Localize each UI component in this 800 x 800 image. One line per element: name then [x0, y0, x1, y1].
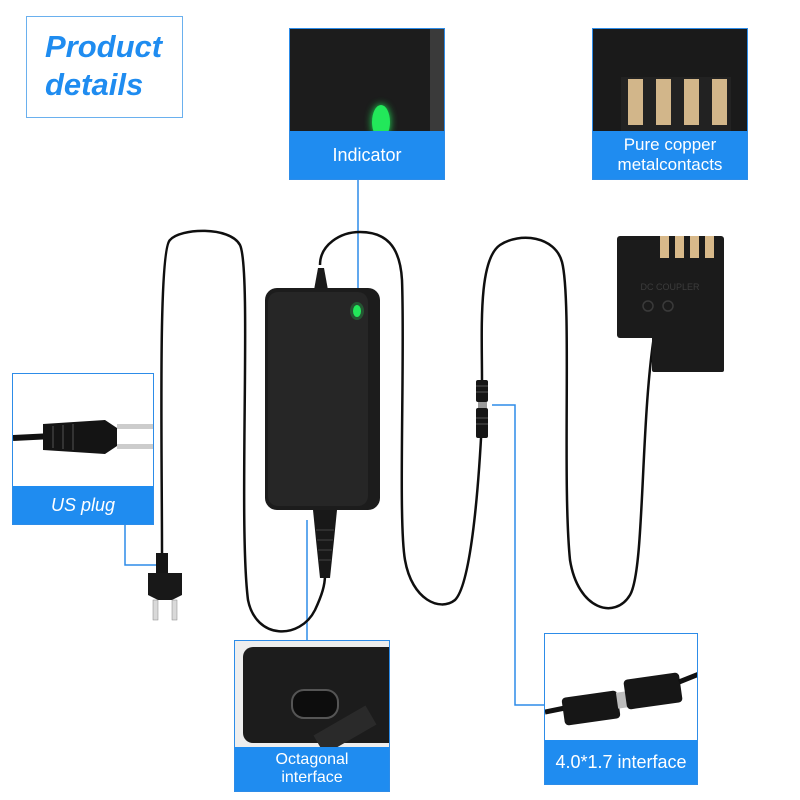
us-plug-icon — [13, 420, 153, 454]
contact-pin-icon — [712, 79, 727, 125]
octagonal-caption-line2: interface — [281, 769, 343, 786]
barrel-junction — [476, 380, 488, 438]
us-plug-connector — [148, 553, 182, 621]
octagonal-port-icon — [291, 689, 339, 719]
coupler-label: DC COUPLER — [640, 282, 700, 292]
us-plug-callout: US plug — [12, 373, 154, 525]
octagonal-caption-line1: Octagonal — [275, 750, 349, 768]
top-cable — [318, 230, 484, 606]
contact-pin-icon — [656, 79, 671, 125]
contacts-caption: Pure copper metalcontacts — [593, 131, 747, 179]
contact-pin-icon — [628, 79, 643, 125]
indicator-callout: Indicator — [289, 28, 445, 180]
dc-interface-caption: 4.0*1.7 interface — [545, 740, 697, 784]
octagonal-caption: Octagonal interface — [235, 747, 389, 791]
title-line1: Product — [45, 29, 163, 64]
led-closeup-icon — [372, 105, 390, 139]
contacts-callout: Pure copper metalcontacts — [592, 28, 748, 180]
contacts-caption-line2: metalcontacts — [617, 155, 723, 174]
dc-coupler: DC COUPLER — [617, 236, 724, 372]
octagonal-callout: Octagonal interface — [234, 640, 390, 792]
dc-cable — [480, 236, 657, 610]
title-line2: details — [45, 67, 144, 102]
contact-pin-icon — [684, 79, 699, 125]
contacts-caption-line1: Pure copper — [623, 135, 717, 155]
dc-interface-callout: 4.0*1.7 interface — [544, 633, 698, 785]
indicator-caption: Indicator — [290, 131, 444, 179]
product-details-title: Product details — [26, 16, 183, 118]
ac-cable — [160, 229, 327, 633]
led-indicator — [353, 305, 361, 317]
barrel-connector-icon — [545, 672, 697, 726]
us-plug-caption: US plug — [13, 486, 153, 524]
